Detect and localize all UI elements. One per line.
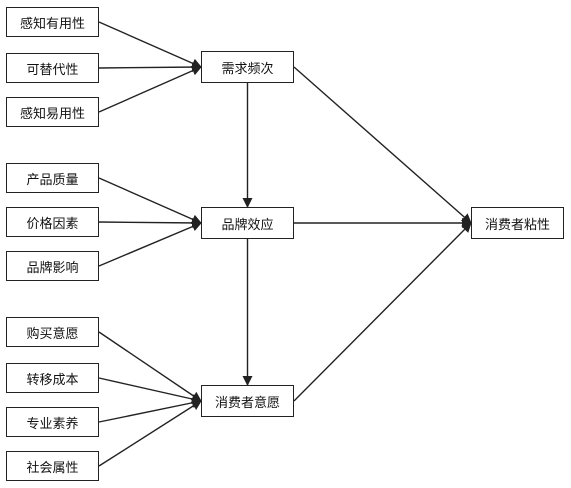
edge-quality-to-brand [98, 177, 202, 224]
node-switching-cost: 转移成本 [6, 363, 99, 393]
edge-demand-to-stickiness [293, 66, 472, 224]
node-price-factor: 价格因素 [6, 207, 99, 237]
node-product-quality: 产品质量 [6, 163, 99, 193]
edge-easeofuse-to-demand [98, 66, 202, 113]
node-consumer-willingness: 消费者意愿 [201, 385, 294, 417]
node-perceived-usefulness: 感知有用性 [6, 7, 99, 37]
edge-literacy-to-intention [98, 397, 202, 423]
edge-social-to-intention [98, 400, 202, 467]
edge-intention-to-stickiness [293, 222, 472, 402]
node-social-attribute: 社会属性 [6, 451, 99, 481]
node-perceived-ease-of-use: 感知易用性 [6, 97, 99, 127]
node-consumer-stickiness: 消费者粘性 [471, 207, 564, 239]
edge-switchcost-to-intention [98, 377, 202, 404]
node-professional-literacy: 专业素养 [6, 407, 99, 437]
edge-brandinfl-to-brand [98, 221, 202, 267]
node-brand-effect: 品牌效应 [201, 207, 294, 239]
node-purchase-intention: 购买意愿 [6, 317, 99, 347]
edge-substitute-to-demand [98, 62, 202, 73]
node-demand-frequency: 需求频次 [201, 51, 294, 83]
node-substitutability: 可替代性 [6, 53, 99, 83]
node-brand-influence: 品牌影响 [6, 251, 99, 281]
edge-price-to-brand [98, 217, 202, 228]
edge-purchase-to-intention [98, 331, 202, 402]
edge-usefulness-to-demand [98, 21, 202, 68]
